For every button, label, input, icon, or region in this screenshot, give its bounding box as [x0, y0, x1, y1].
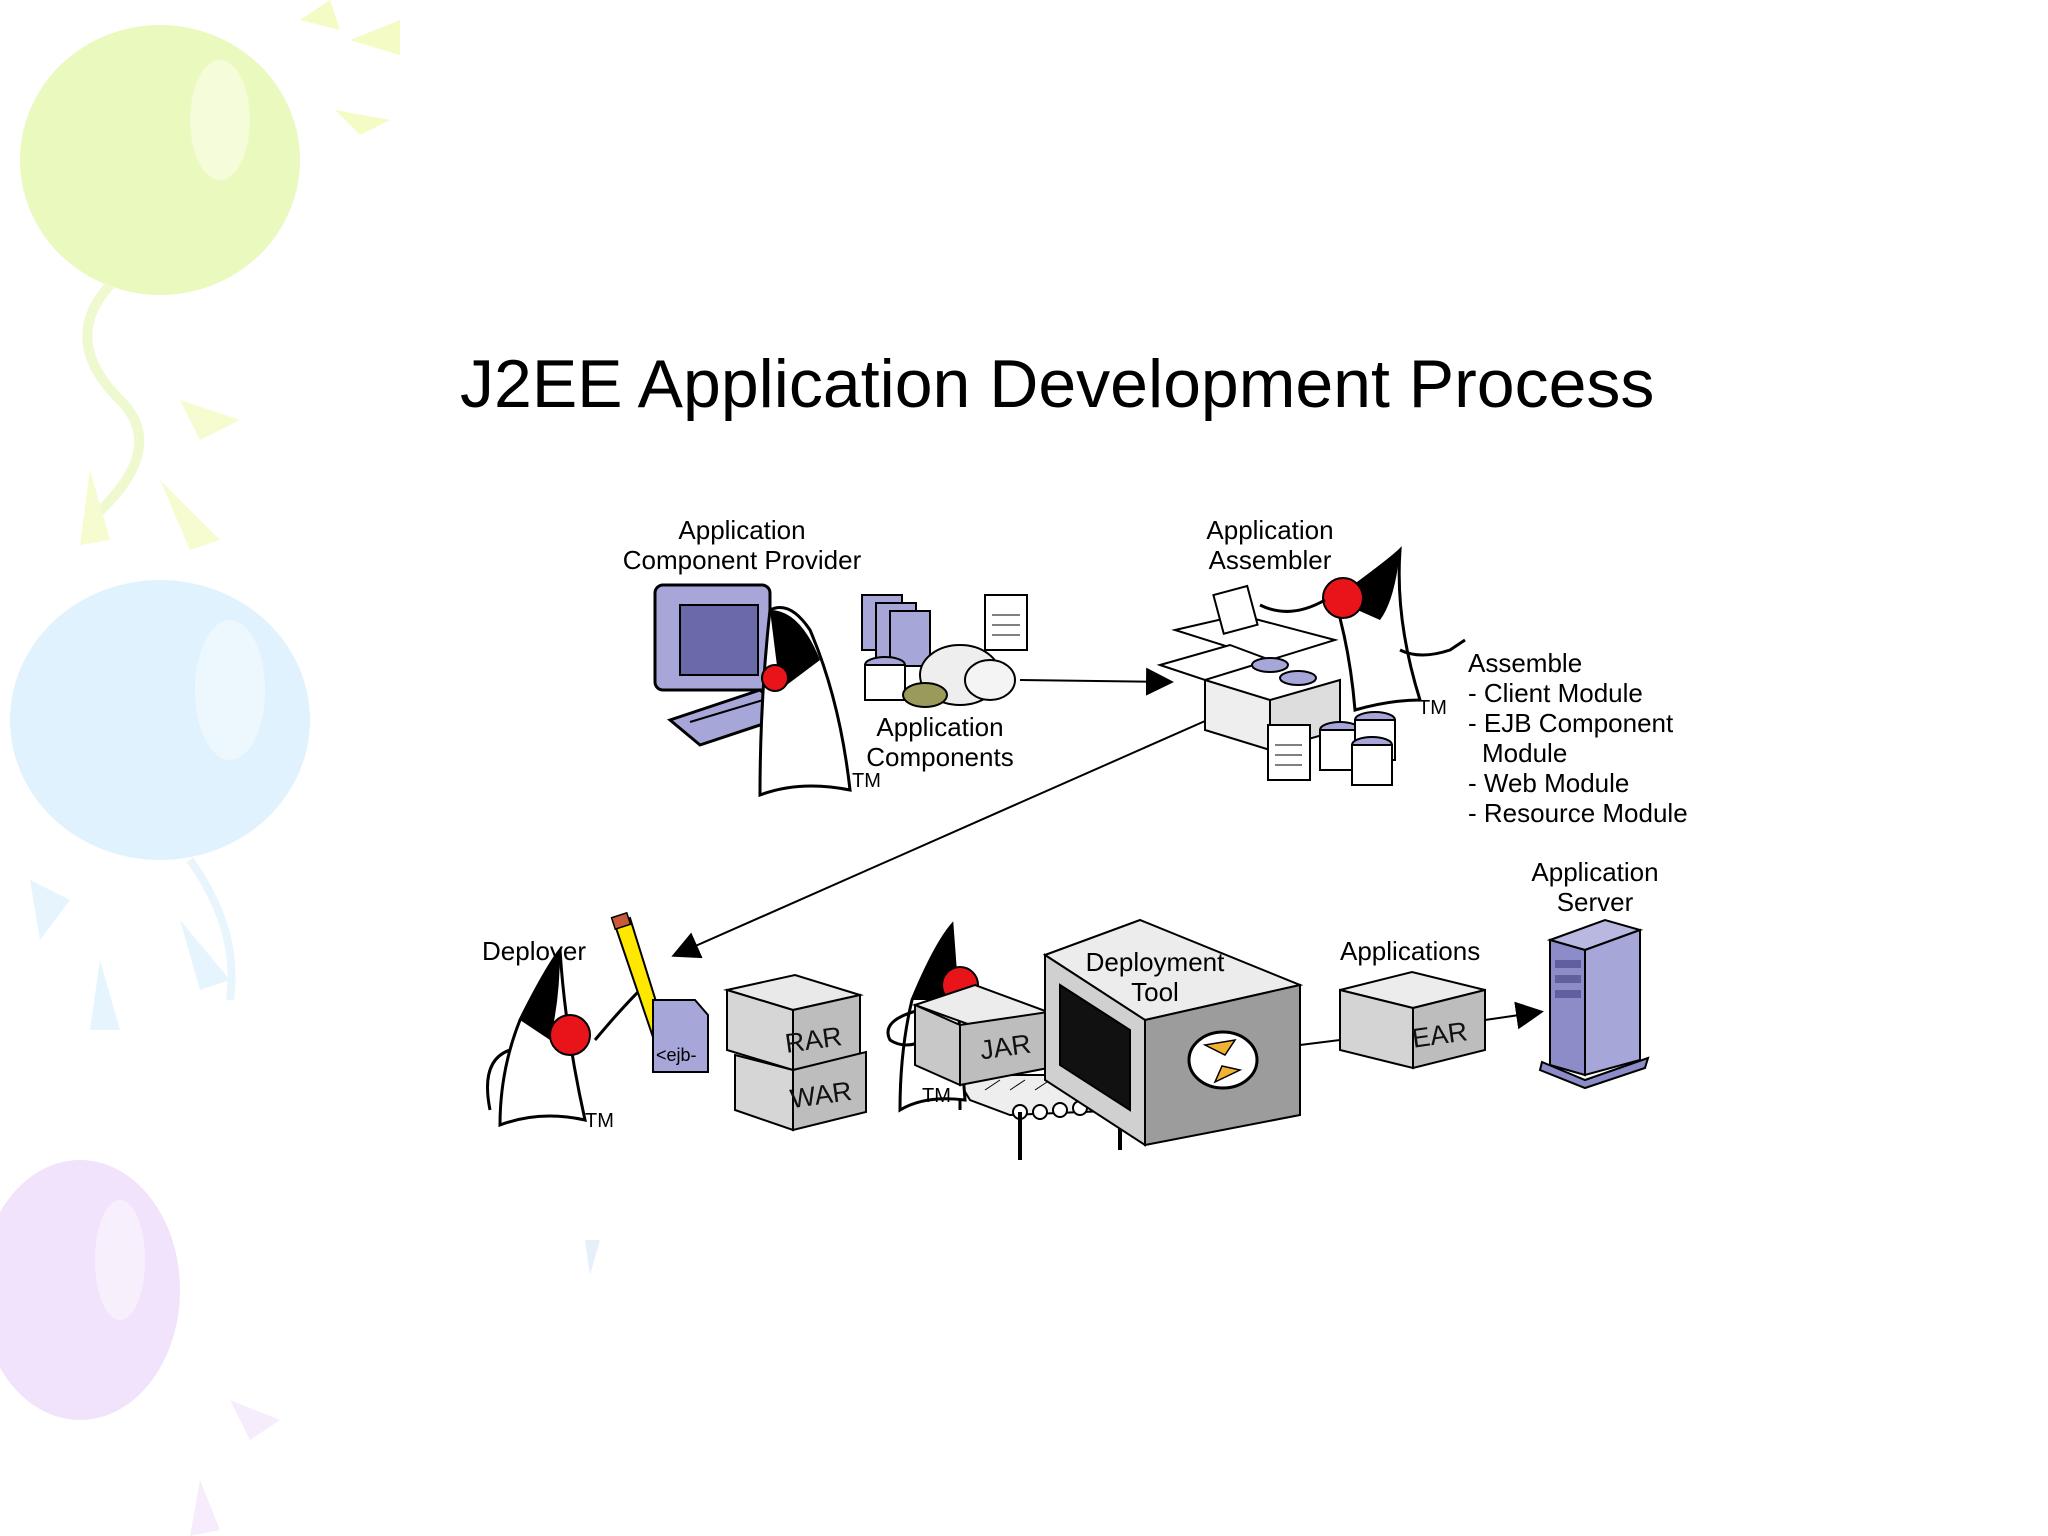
applications-label: Applications: [1340, 936, 1481, 966]
ear-box-icon: [1339, 970, 1486, 1070]
jar-box-icon: [911, 983, 1051, 1087]
trademark-label: TM: [922, 1085, 951, 1107]
assembler-label: Application Assembler: [1206, 515, 1334, 575]
components-label: Application Components: [866, 712, 1014, 772]
duke-assembler-icon: [1259, 546, 1466, 712]
arrow-components-to-assembler: [1019, 667, 1174, 696]
assemble-heading: Assemble: [1468, 648, 1583, 678]
trademark-label: TM: [1418, 697, 1447, 719]
ejb-document-icon: [652, 999, 709, 1073]
deployment-tool-icon: [1042, 918, 1304, 1147]
computer-icon: [653, 583, 794, 747]
ejb-doc-label: <ejb-: [656, 1045, 697, 1065]
assemble-item: - Web Module: [1468, 768, 1630, 798]
deployer-label: Deployer: [482, 936, 587, 966]
war-box-icon: [734, 1050, 867, 1132]
server-label: Application Server: [1531, 857, 1659, 917]
slide-title: J2EE Application Development Process: [460, 346, 1655, 422]
assemble-item: - Client Module: [1468, 678, 1643, 708]
assembly-box-icon: [1156, 584, 1396, 786]
assemble-item: - EJB Component: [1468, 708, 1674, 738]
trademark-label: TM: [852, 770, 881, 792]
component-provider-label: Application Component Provider: [622, 515, 862, 575]
assemble-item: Module: [1482, 738, 1568, 768]
assemble-list: Assemble - Client Module - EJB Component…: [1468, 648, 1688, 828]
duke-deployer-icon: [486, 945, 642, 1128]
server-icon: [1538, 918, 1650, 1090]
components-pile-icon: [861, 594, 1028, 708]
trademark-label: TM: [585, 1110, 614, 1132]
arrow-assembler-to-deployer: [671, 709, 1231, 959]
duke-mascot-icon: [758, 606, 852, 798]
arrow-ear-to-server: [1484, 1001, 1544, 1030]
deployment-tool-label: Deployment Tool: [1085, 947, 1225, 1007]
assemble-item: - Resource Module: [1468, 798, 1688, 828]
